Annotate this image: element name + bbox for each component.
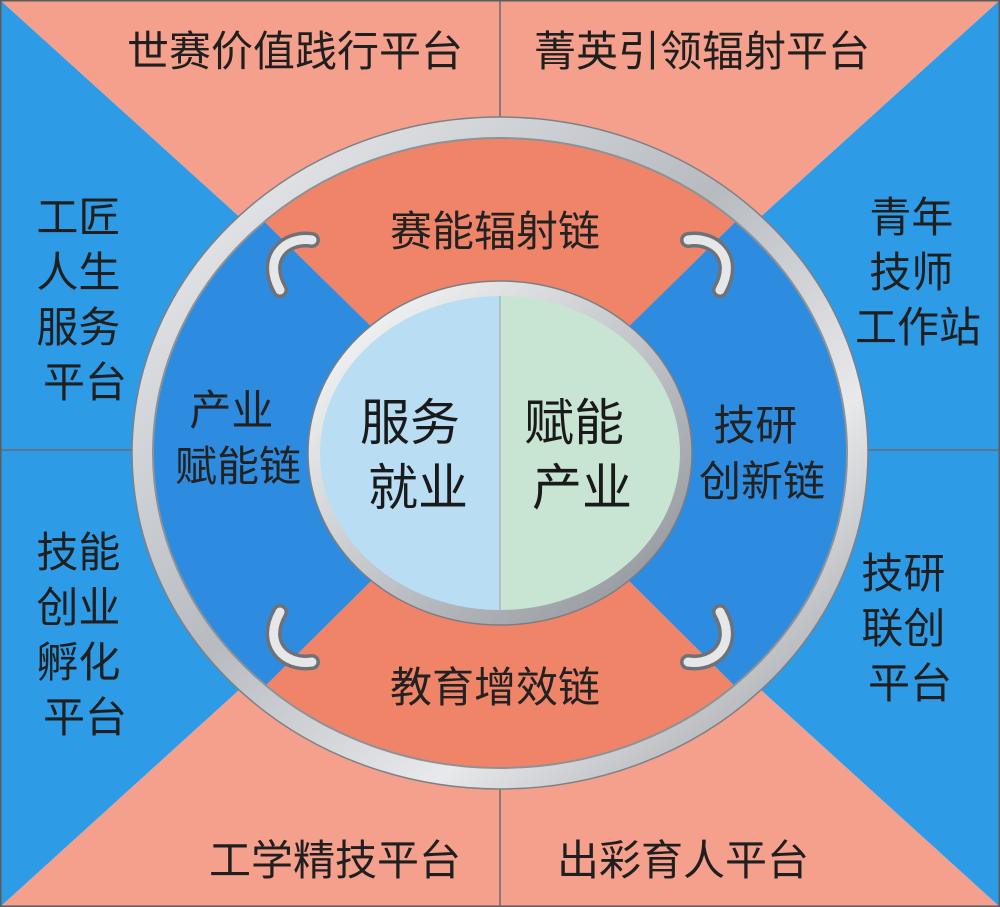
platform-bottom-left: 工学精技平台 xyxy=(209,836,461,885)
chain-links xyxy=(265,231,735,671)
core-left-half xyxy=(320,296,500,610)
platform-right-bottom: 技研 联创 平台 xyxy=(861,549,958,708)
chain-left-label: 产业 赋能链 xyxy=(175,386,301,491)
core-circle xyxy=(320,296,680,610)
chain-top-label: 赛能辐射链 xyxy=(390,207,600,256)
link-handle-top-right-icon xyxy=(680,231,735,298)
platform-top-left: 世赛价值践行平台 xyxy=(127,27,463,76)
core-right-half xyxy=(500,296,680,610)
link-handle-bottom-right-icon xyxy=(680,604,735,671)
platform-left-bottom: 技能 创业 孵化 平台 xyxy=(36,528,133,742)
platform-right-top: 青年 技师 工作站 xyxy=(855,193,981,352)
chain-right-label: 技研 创新链 xyxy=(699,401,825,506)
link-handle-top-left-icon xyxy=(265,231,320,298)
chain-bottom-label: 教育增效链 xyxy=(390,663,600,712)
link-handle-bottom-left-icon xyxy=(265,604,320,671)
core-left-label: 服务 就业 xyxy=(360,394,476,517)
platform-bottom-right: 出彩育人平台 xyxy=(557,836,809,885)
platform-top-right: 菁英引领辐射平台 xyxy=(534,27,870,76)
core-right-label: 赋能 产业 xyxy=(524,394,640,517)
platform-left-top: 工匠 人生 服务 平台 xyxy=(36,193,133,407)
chain-disc-edge xyxy=(152,137,848,769)
